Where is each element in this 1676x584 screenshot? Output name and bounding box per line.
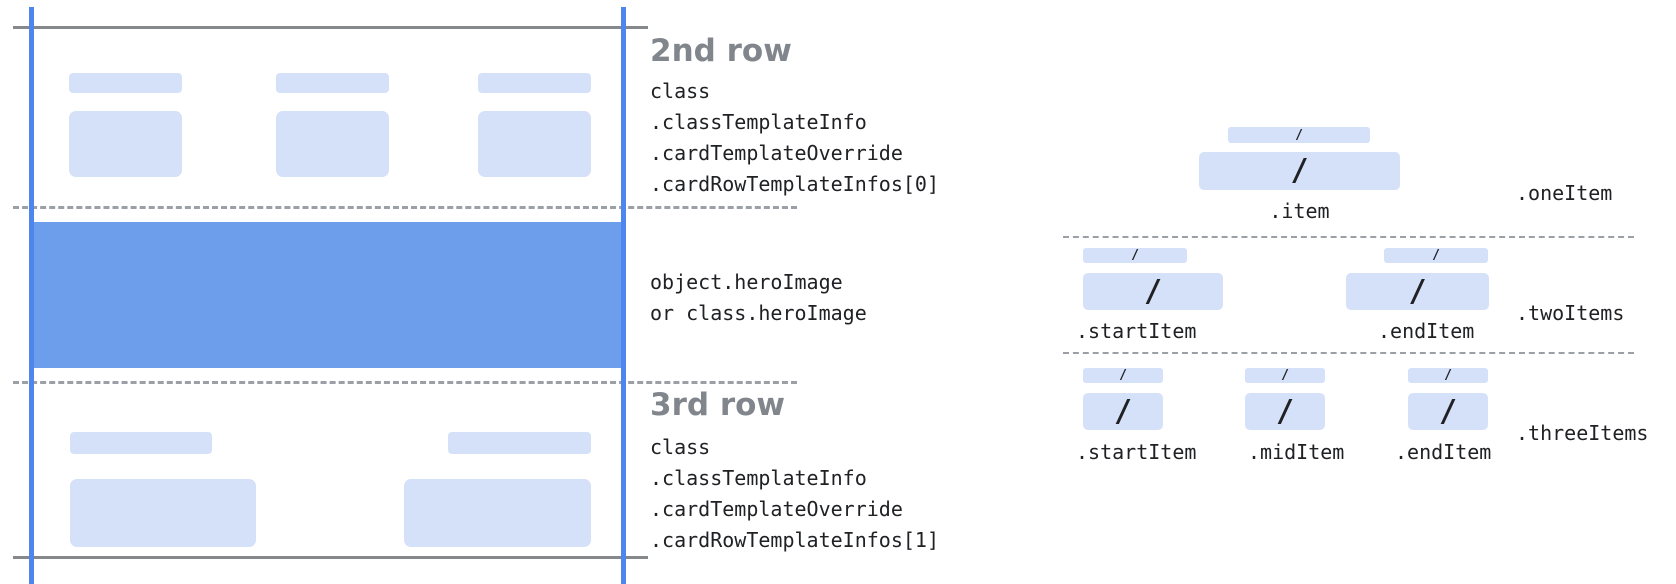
three-items-end-label: .endItem bbox=[1395, 440, 1492, 464]
row2-heading: 2nd row bbox=[650, 33, 792, 69]
row2-code-line: class bbox=[650, 79, 711, 103]
row2-hero-divider-dashed-line bbox=[13, 206, 797, 209]
one-item-item-label: .item bbox=[1269, 199, 1330, 223]
row3-col2-value-placeholder bbox=[404, 479, 591, 547]
card-bottom-line bbox=[13, 556, 648, 559]
two-items-start-label-bar: / bbox=[1083, 248, 1187, 263]
slash-glyph: / bbox=[1131, 248, 1139, 263]
hero-code-line: object.heroImage bbox=[650, 270, 843, 294]
row2-col2-label-placeholder bbox=[276, 73, 389, 93]
three-items-start-value-box: / bbox=[1083, 393, 1163, 430]
three-items-mid-label-bar: / bbox=[1245, 368, 1325, 383]
three-items-start-label: .startItem bbox=[1076, 440, 1197, 464]
two-items-end-value-box: / bbox=[1346, 273, 1489, 310]
one-item-label-bar: / bbox=[1228, 127, 1370, 143]
slash-glyph: / bbox=[1444, 368, 1452, 383]
card-top-line bbox=[13, 26, 648, 29]
hero-image-band bbox=[31, 222, 625, 368]
row3-code-line: .cardRowTemplateInfos[1] bbox=[650, 528, 939, 552]
card-right-guide-line bbox=[621, 7, 626, 584]
row3-code-line: .cardTemplateOverride bbox=[650, 497, 903, 521]
hero-code-line: or class.heroImage bbox=[650, 301, 867, 325]
two-items-layout-label: .twoItems bbox=[1516, 301, 1625, 325]
slash-glyph: / bbox=[1143, 273, 1163, 309]
slash-glyph: / bbox=[1281, 368, 1289, 383]
three-items-start-label-bar: / bbox=[1083, 368, 1163, 383]
row3-col2-label-placeholder bbox=[448, 432, 591, 454]
slash-glyph: / bbox=[1295, 127, 1303, 143]
row2-code-line: .cardTemplateOverride bbox=[650, 141, 903, 165]
slash-glyph: / bbox=[1290, 153, 1309, 188]
row2-code-line: .cardRowTemplateInfos[0] bbox=[650, 172, 939, 196]
three-items-mid-value-box: / bbox=[1245, 393, 1325, 430]
slash-glyph: / bbox=[1275, 393, 1295, 429]
card-left-guide-line bbox=[29, 7, 34, 584]
slash-glyph: / bbox=[1438, 393, 1458, 429]
row3-col1-label-placeholder bbox=[70, 432, 212, 454]
row3-code-line: class bbox=[650, 435, 711, 459]
row3-heading: 3rd row bbox=[650, 387, 786, 423]
row3-code-line: .classTemplateInfo bbox=[650, 466, 867, 490]
slash-glyph: / bbox=[1113, 393, 1133, 429]
two-items-end-label-bar: / bbox=[1384, 248, 1488, 263]
slash-glyph: / bbox=[1432, 248, 1440, 263]
slash-glyph: / bbox=[1408, 273, 1427, 309]
one-item-layout-label: .oneItem bbox=[1516, 181, 1613, 205]
two-items-start-label: .startItem bbox=[1076, 319, 1197, 343]
one-two-divider-dashed-line bbox=[1063, 236, 1634, 238]
two-three-divider-dashed-line bbox=[1063, 352, 1634, 354]
row2-col1-value-placeholder bbox=[69, 111, 182, 177]
row2-code-line: .classTemplateInfo bbox=[650, 110, 867, 134]
three-items-layout-label: .threeItems bbox=[1516, 421, 1649, 445]
three-items-end-label-bar: / bbox=[1408, 368, 1488, 383]
hero-row3-divider-dashed-line bbox=[13, 381, 797, 384]
slash-glyph: / bbox=[1119, 368, 1127, 383]
row2-col3-label-placeholder bbox=[478, 73, 591, 93]
two-items-start-value-box: / bbox=[1083, 273, 1223, 310]
row2-col2-value-placeholder bbox=[276, 111, 389, 177]
one-item-value-box: / bbox=[1199, 152, 1400, 190]
three-items-end-value-box: / bbox=[1408, 393, 1488, 430]
two-items-end-label: .endItem bbox=[1378, 319, 1475, 343]
row2-col3-value-placeholder bbox=[478, 111, 591, 177]
row3-col1-value-placeholder bbox=[70, 479, 256, 547]
three-items-mid-label: .midItem bbox=[1248, 440, 1345, 464]
row2-col1-label-placeholder bbox=[69, 73, 182, 93]
